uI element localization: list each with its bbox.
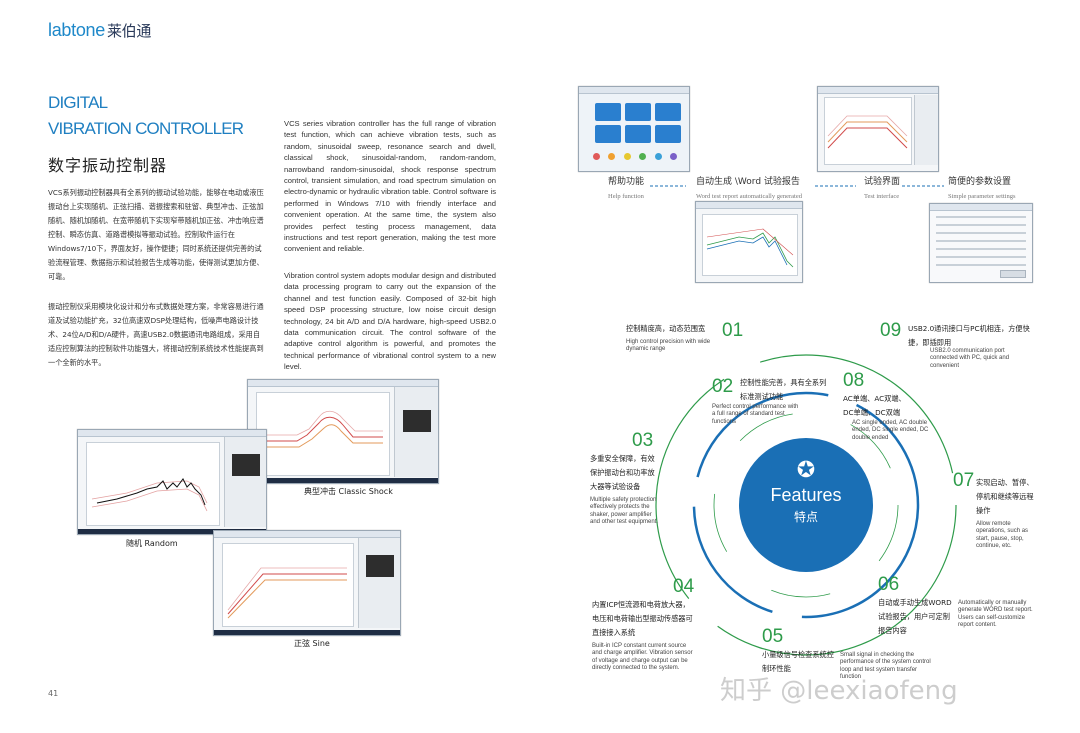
- feature-09-en: USB2.0 communication port connected with…: [930, 348, 1010, 369]
- parameter-settings-en: Simple parameter settings: [948, 193, 1016, 200]
- feature-01-num: 01: [722, 320, 744, 341]
- parameter-settings-caption: 简便的参数设置 Simple parameter settings: [948, 174, 1016, 200]
- random-curve-graphic: [91, 478, 208, 512]
- logo-en: labtone: [48, 20, 105, 40]
- feature-09-cn: USB2.0通讯接口与PC机相连，方便快捷，即插即用: [908, 324, 1030, 347]
- feature-07-cn: 实现启动、暂停、停机和继续等远程操作: [976, 478, 1034, 515]
- feature-01: 控制精度高，动态范围宽 High control precision with …: [626, 322, 746, 354]
- help-function-en: Help function: [608, 193, 644, 200]
- award-icon: ✪: [796, 458, 816, 483]
- feature-06-en: Automatically or manually generate WORD …: [958, 600, 1033, 629]
- features-center-badge: ✪ Features 特点: [739, 438, 873, 572]
- test-interface-screenshot: [817, 86, 939, 172]
- features-ring-graphic: [655, 354, 957, 656]
- page-title-cn: 数字振动控制器: [48, 156, 168, 175]
- word-report-caption: 自动生成 \Word 试验报告 Word test report automat…: [696, 174, 802, 200]
- sine-caption: 正弦 Sine: [294, 639, 330, 648]
- feature-07: 实现启动、暂停、停机和继续等远程操作 Allow remote operatio…: [976, 476, 1036, 551]
- feature-05-num: 05: [762, 626, 784, 647]
- help-function-caption: 帮助功能 Help function: [608, 174, 644, 200]
- feature-07-en: Allow remote operations, such as start, …: [976, 521, 1029, 550]
- test-interface-curve-graphic: [827, 115, 908, 149]
- word-report-screenshot: [695, 201, 803, 283]
- feature-05-cn: 小量级信号检查系统控制环性能: [762, 650, 834, 673]
- intro-en-paragraph-1: VCS series vibration controller has the …: [284, 119, 496, 254]
- logo-cn: 莱伯通: [106, 23, 152, 40]
- classic-shock-screenshot: [247, 379, 439, 484]
- intro-cn-paragraph-2: 振动控制仪采用模块化设计和分布式数据处理方案，非常容易进行通道及试验功能扩充，3…: [48, 302, 264, 367]
- title-line-2: VIBRATION CONTROLLER: [48, 119, 244, 138]
- help-function-cn: 帮助功能: [608, 177, 645, 187]
- feature-06-cn: 自动或手动生成WORD试验报告，用户可定制报告内容: [878, 598, 952, 635]
- feature-02: 控制性能完善，具有全系列标准测试功能: [740, 376, 830, 404]
- watermark: 知乎 @leexiaofeng: [720, 676, 958, 706]
- feature-03-num: 03: [632, 430, 654, 451]
- title-line-1: DIGITAL: [48, 93, 108, 112]
- caption-dashes: [650, 185, 944, 187]
- feature-03-en: Multiple safety protection effectively p…: [590, 497, 659, 526]
- feature-09: USB2.0通讯接口与PC机相连，方便快捷，即插即用: [908, 322, 1032, 350]
- feature-03-cn: 多重安全保障，有效保护振动台和功率放大器等试验设备: [590, 454, 655, 491]
- feature-07-num: 07: [953, 470, 975, 491]
- random-caption: 随机 Random: [126, 539, 178, 548]
- feature-04-num: 04: [673, 576, 695, 597]
- feature-02-en: Perfect control performance with a full …: [712, 404, 799, 425]
- feature-08: AC单端、AC双端、DC单端、DC双端: [843, 392, 913, 420]
- test-interface-caption: 试验界面 Test interface: [864, 174, 900, 200]
- test-interface-cn: 试验界面: [864, 177, 901, 187]
- feature-08-cn: AC单端、AC双端、DC单端、DC双端: [843, 394, 906, 417]
- feature-08-num: 08: [843, 370, 865, 391]
- feature-09-num: 09: [880, 320, 902, 341]
- feature-04-cn: 内置ICP恒流源和电荷放大器，电压和电荷输出型振动传感器可直接接入系统: [592, 600, 693, 637]
- test-interface-en: Test interface: [864, 193, 900, 200]
- feature-04-en: Built-in ICP constant current source and…: [592, 643, 693, 672]
- intro-cn-paragraph-1: VCS系列振动控制器具有全系列的振动试验功能，能够在电动或液压振动台上实现随机、…: [48, 188, 264, 281]
- feature-05: 小量级信号检查系统控制环性能: [762, 648, 834, 676]
- shock-curve-graphic: [262, 410, 383, 448]
- intro-en-paragraph-2: Vibration control system adopts modular …: [284, 271, 496, 372]
- word-report-cn: 自动生成 \Word 试验报告: [696, 177, 800, 187]
- feature-06: 自动或手动生成WORD试验报告，用户可定制报告内容: [878, 596, 954, 638]
- features-title-en: Features: [770, 485, 842, 505]
- feature-01-cn: 控制精度高，动态范围宽: [626, 324, 706, 333]
- feature-08-en: AC single ended, AC double ended, DC sin…: [852, 420, 929, 441]
- parameter-settings-screenshot: [929, 203, 1033, 283]
- feature-02-num: 02: [712, 376, 734, 397]
- random-screenshot: [77, 429, 267, 535]
- feature-04: 内置ICP恒流源和电荷放大器，电压和电荷输出型振动传感器可直接接入系统 Buil…: [592, 598, 694, 673]
- report-curve-graphic: [706, 228, 794, 268]
- feature-06-num: 06: [878, 574, 900, 595]
- classic-shock-caption: 典型冲击 Classic Shock: [304, 487, 393, 496]
- feature-03: 多重安全保障，有效保护振动台和功率放大器等试验设备 Multiple safet…: [590, 452, 660, 527]
- feature-05-en: Small signal in checking the performance…: [840, 652, 931, 681]
- help-function-screenshot: [578, 86, 690, 172]
- page-number: 41: [48, 689, 59, 698]
- page-title-en: DIGITAL VIBRATION CONTROLLER: [48, 90, 244, 142]
- features-title-cn: 特点: [793, 510, 818, 524]
- sine-screenshot: [213, 530, 401, 636]
- sine-curve-graphic: [227, 567, 347, 619]
- parameter-settings-cn: 简便的参数设置: [948, 177, 1012, 187]
- feature-01-en: High control precision with wide dynamic…: [626, 339, 711, 353]
- feature-02-cn: 控制性能完善，具有全系列标准测试功能: [740, 378, 827, 401]
- word-report-en: Word test report automatically generated: [696, 193, 802, 200]
